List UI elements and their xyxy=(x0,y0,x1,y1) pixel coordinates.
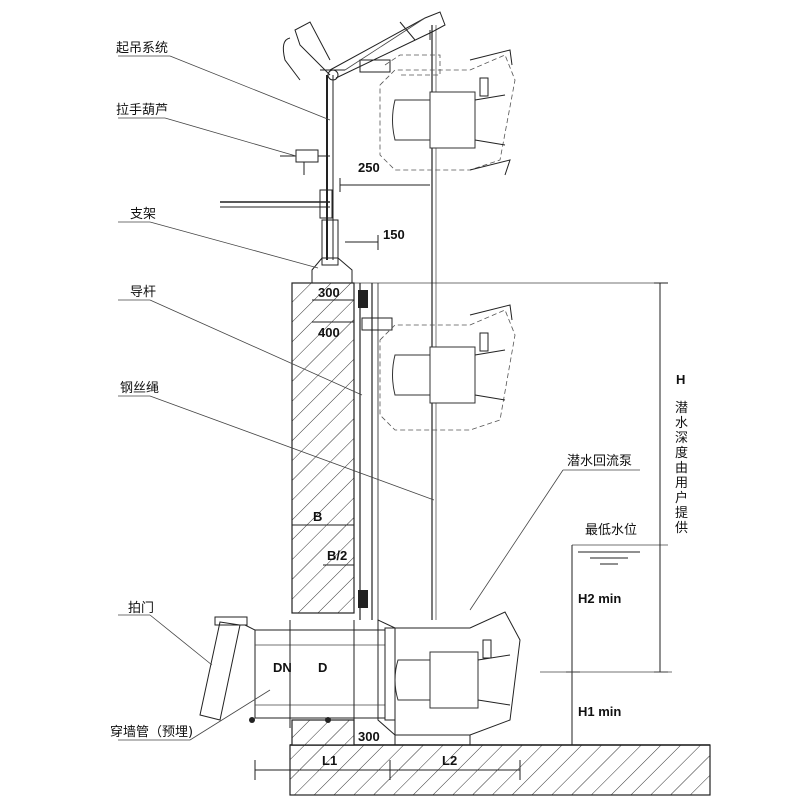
pump-middle-position xyxy=(361,304,516,431)
label-lifting-system: 起吊系统 xyxy=(116,41,168,56)
label-min-water-level: 最低水位 xyxy=(585,523,637,538)
label-bracket: 支架 xyxy=(130,207,156,222)
svg-text:提: 提 xyxy=(675,505,688,521)
dim-L2: L2 xyxy=(442,753,457,768)
dim-D: D xyxy=(318,660,327,675)
dim-250: 250 xyxy=(358,160,380,175)
svg-text:度: 度 xyxy=(675,445,688,461)
label-submersible-pump: 潜水回流泵 xyxy=(567,454,632,469)
svg-text:水: 水 xyxy=(675,416,688,431)
dim-300-top: 300 xyxy=(318,285,340,300)
dim-H: H xyxy=(676,372,685,387)
svg-text:潜: 潜 xyxy=(675,401,688,416)
h-note-vertical: 潜 水 深 度 由 用 户 提 供 xyxy=(675,401,688,536)
svg-text:用: 用 xyxy=(675,476,688,491)
label-guide-rod: 导杆 xyxy=(130,285,156,300)
svg-text:深: 深 xyxy=(675,431,688,446)
pump-installed xyxy=(377,611,521,745)
dim-150: 150 xyxy=(383,227,405,242)
dim-B: B xyxy=(313,509,322,524)
dim-DN: DN xyxy=(273,660,292,675)
label-wall-pipe: 穿墙管（预埋) xyxy=(110,724,193,740)
flap-gate xyxy=(199,616,331,723)
svg-text:由: 由 xyxy=(675,461,688,476)
dim-L1: L1 xyxy=(322,753,337,768)
water-level-symbol xyxy=(572,544,668,565)
pump-top-position xyxy=(359,49,516,176)
label-flap-gate: 拍门 xyxy=(128,601,154,616)
label-wire-rope: 钢丝绳 xyxy=(120,381,159,396)
dim-H2: H2 min xyxy=(578,591,621,606)
svg-text:供: 供 xyxy=(675,521,688,536)
dim-400: 400 xyxy=(318,325,340,340)
bracket-arm xyxy=(220,189,353,284)
label-chain-hoist: 拉手葫芦 xyxy=(116,103,168,118)
leader-lines xyxy=(118,55,640,741)
dim-H1: H1 min xyxy=(578,704,621,719)
wall-pipe xyxy=(254,620,396,728)
concrete-wall xyxy=(291,282,355,746)
guide-rods xyxy=(358,283,379,620)
dim-B-half: B/2 xyxy=(327,548,347,563)
dimension-lines xyxy=(254,178,672,780)
dim-300-bottom: 300 xyxy=(358,729,380,744)
svg-text:户: 户 xyxy=(675,490,688,506)
